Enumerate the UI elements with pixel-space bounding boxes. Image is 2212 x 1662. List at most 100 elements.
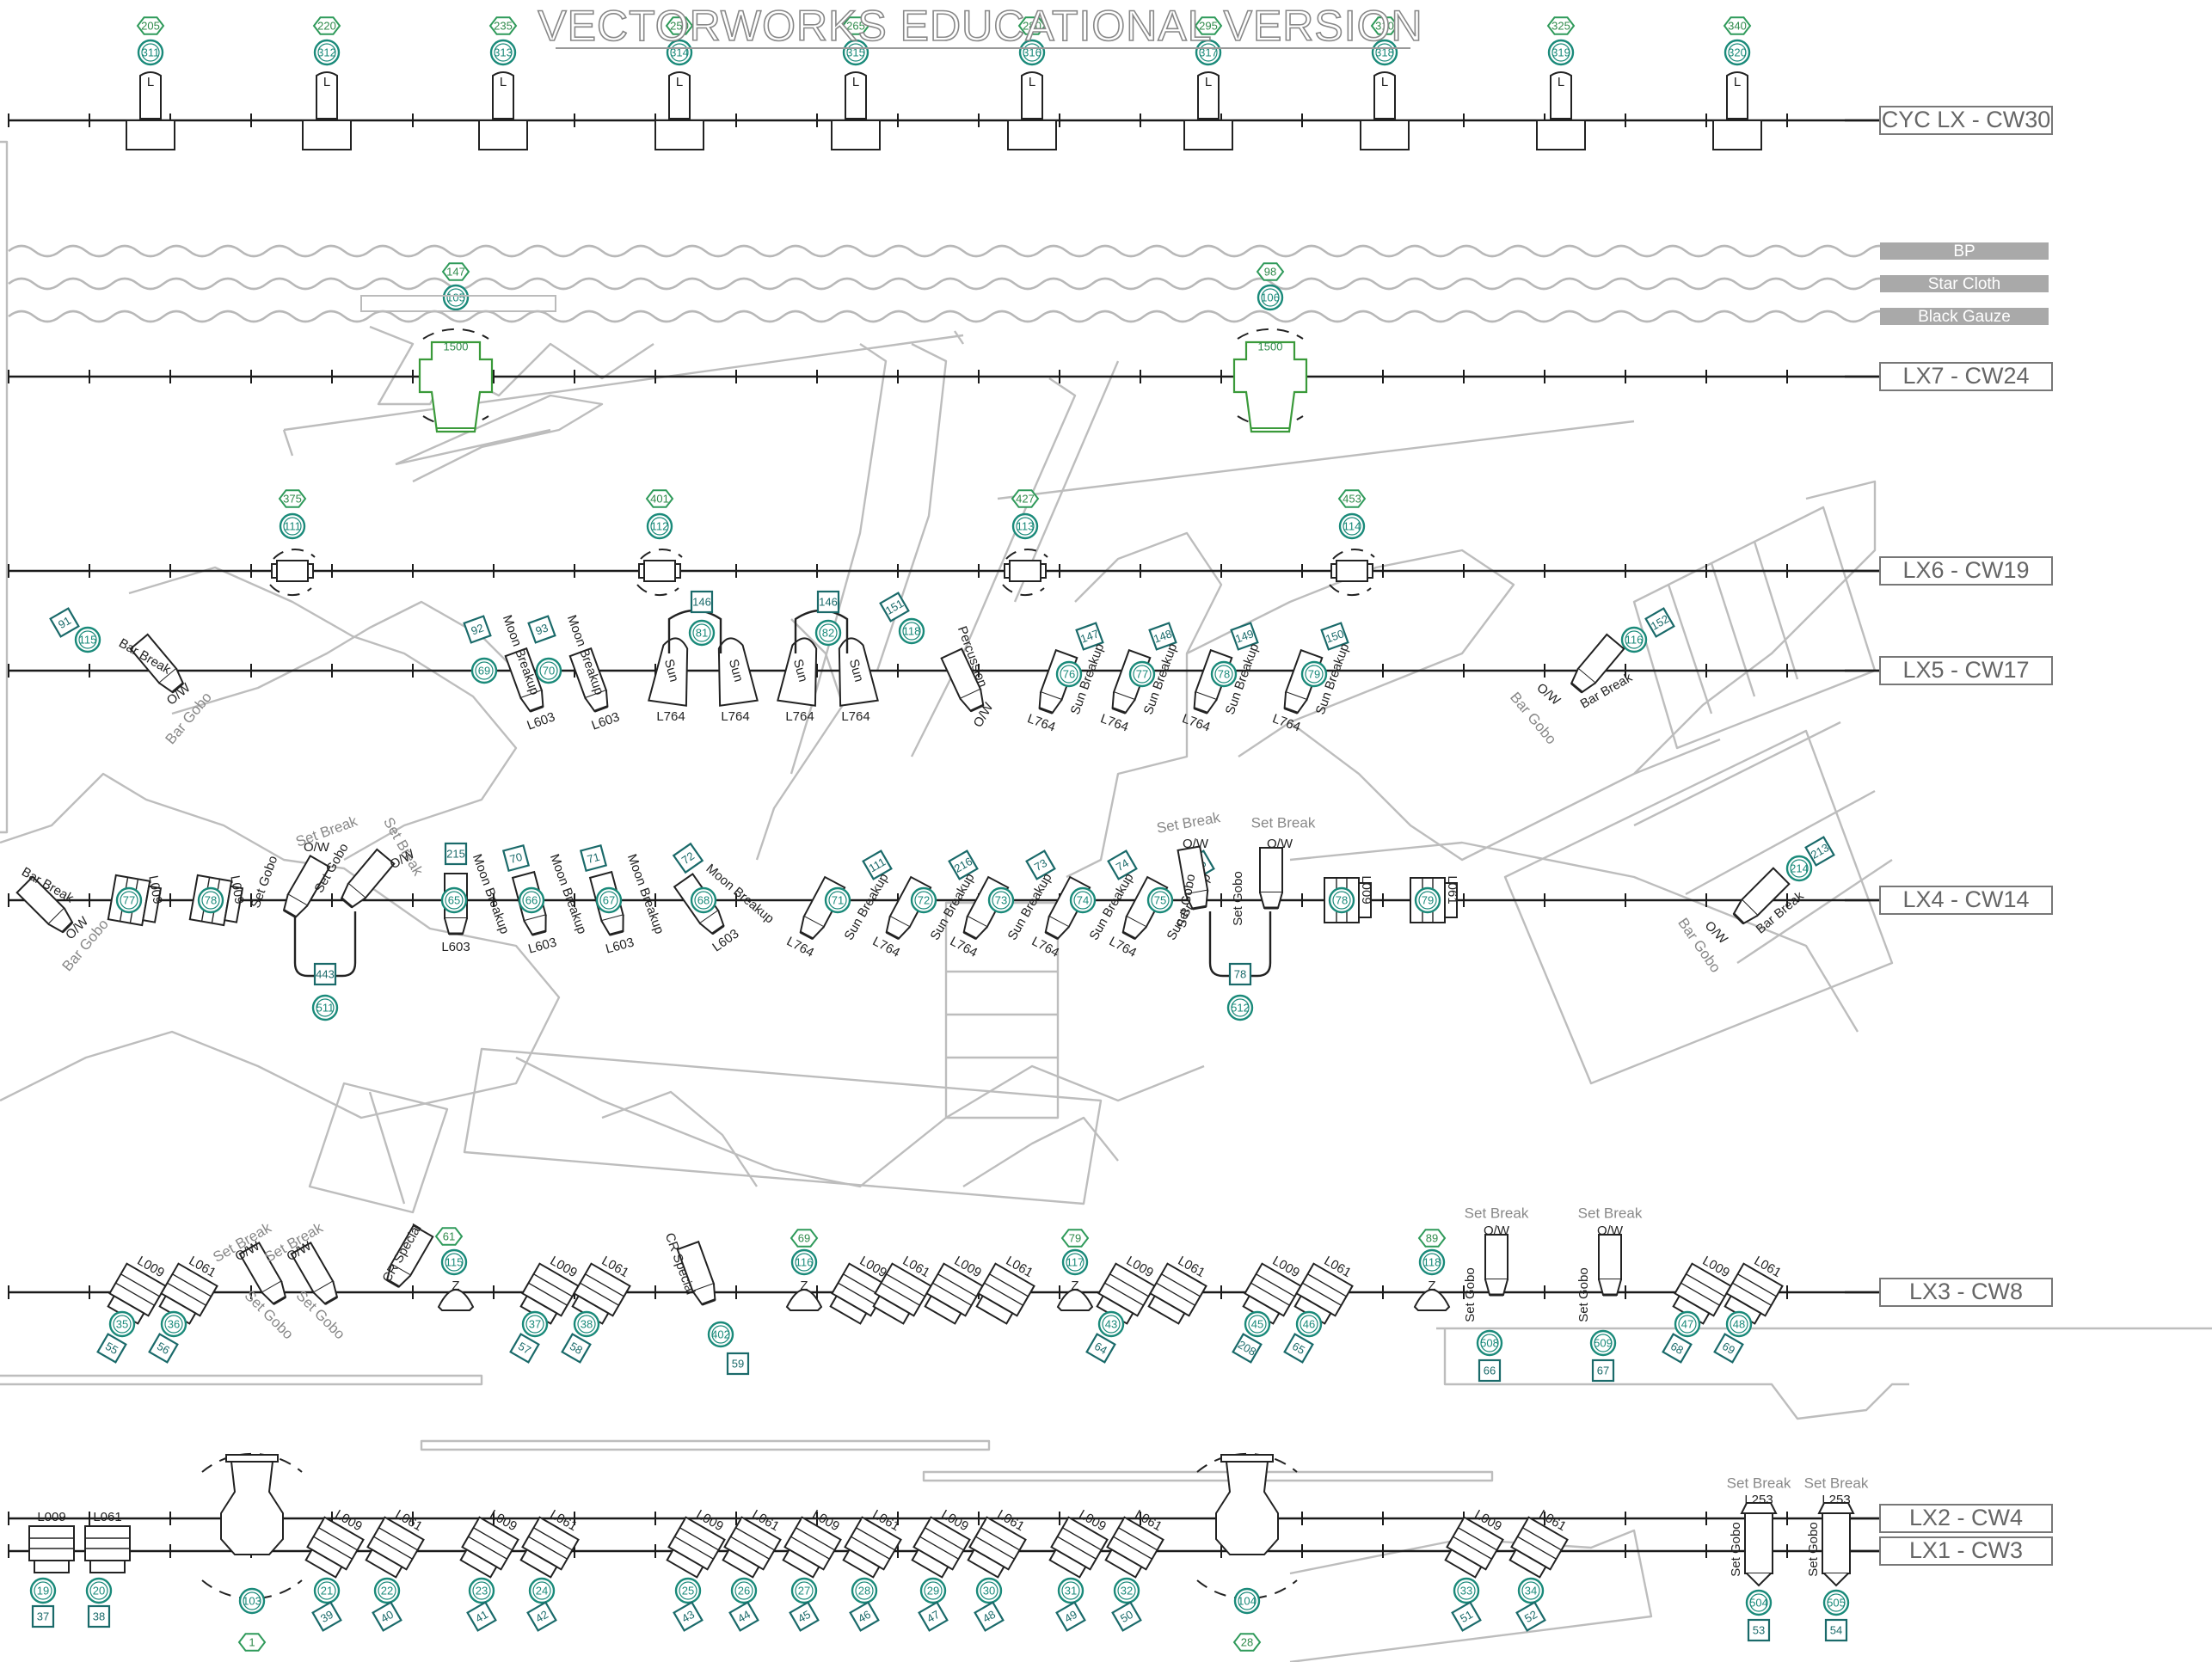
channel-number: 81	[696, 626, 708, 639]
channel-tag: 77	[1128, 660, 1156, 688]
channel-tag: 46	[1295, 1310, 1323, 1338]
lx3-par: L009	[924, 1254, 984, 1325]
gel-number: L603	[590, 709, 622, 733]
lx7-truss	[360, 295, 556, 312]
address-box	[849, 1601, 880, 1632]
cyc-lamp	[1726, 71, 1748, 120]
channel-inner	[317, 43, 336, 62]
hex-tag: 295	[1194, 16, 1223, 35]
channel-inner	[78, 630, 97, 649]
address-number: 74	[1114, 856, 1131, 874]
channel-tag: 319	[1547, 39, 1575, 66]
cyc-type: L	[1029, 75, 1035, 89]
channel-inner	[1023, 43, 1041, 62]
channel-tag: 32	[1113, 1577, 1140, 1604]
par-ring	[1057, 1536, 1097, 1560]
profile-fixture	[940, 647, 985, 713]
drape-label-box	[1880, 308, 2049, 325]
par-fixture: L009	[666, 1507, 726, 1579]
hex-shape	[441, 262, 470, 281]
address-box	[1713, 1333, 1744, 1364]
par-ring	[1250, 1282, 1290, 1306]
channel-tag: 81	[688, 619, 716, 647]
address-tag: 52	[1515, 1601, 1546, 1632]
fixture-gate	[531, 929, 546, 936]
lx3-par: L061	[975, 1254, 1035, 1325]
address-box	[1111, 1601, 1142, 1632]
address-tag: 215	[444, 842, 468, 866]
par-front	[842, 1548, 881, 1579]
channel-number: 31	[1065, 1584, 1077, 1597]
hex-shape	[434, 1227, 464, 1246]
par-ring	[886, 1273, 925, 1297]
address-box	[974, 1601, 1005, 1632]
address-box	[1824, 1618, 1848, 1642]
par-ring	[1307, 1273, 1347, 1297]
address-box	[463, 615, 492, 644]
channel-inner	[1422, 1253, 1441, 1272]
drape-label-gauze: Black Gauze	[1918, 308, 2011, 326]
channel-tag: 21	[313, 1577, 341, 1604]
channel-tag: 112	[646, 512, 673, 540]
address-number: 69	[1720, 1340, 1737, 1357]
hex-shape	[1194, 16, 1223, 35]
address-number: 92	[470, 621, 486, 637]
hex-shape	[1337, 489, 1367, 508]
channel-inner	[446, 288, 465, 307]
hex-shape	[790, 1229, 819, 1248]
address-box	[579, 843, 608, 873]
address-number: 443	[316, 967, 335, 980]
moon-breakup-label: Moon Breakup	[470, 852, 512, 935]
address-box	[313, 962, 337, 986]
address-box	[1085, 1333, 1116, 1364]
hex-tag: 89	[1417, 1229, 1447, 1248]
cyc-lamp	[1021, 71, 1043, 120]
channel-tag: 118	[1418, 1248, 1446, 1276]
lx3-z-fixture: Z	[437, 1279, 475, 1311]
address-number: 44	[735, 1608, 753, 1625]
par-body	[84, 1525, 131, 1561]
scenery-outline	[420, 1439, 991, 1451]
channel-tag: 111	[279, 512, 306, 540]
channel-inner	[650, 517, 669, 536]
channel-inner	[1305, 665, 1324, 684]
address-box	[49, 607, 80, 638]
beam-arc	[640, 549, 683, 560]
channel-number: 509	[1594, 1336, 1613, 1349]
par-fixture: L009	[459, 1507, 519, 1579]
hex-shape	[312, 16, 341, 35]
fixture-gate	[1284, 707, 1299, 714]
address-tag: 152	[1644, 607, 1675, 638]
par-ring	[881, 1282, 920, 1306]
channel-tag: 105	[442, 284, 470, 311]
channel-inner	[1117, 1581, 1136, 1600]
profile-fixture	[676, 1240, 716, 1306]
beam-arc	[1002, 584, 1045, 597]
cyc-type: L	[1558, 75, 1564, 89]
channel-tag: 47	[1674, 1310, 1701, 1338]
cyc-type: L	[323, 75, 330, 89]
lx6-yoke	[1330, 563, 1337, 579]
fixture-gate	[341, 897, 353, 909]
fixture-gate	[593, 705, 608, 713]
address-box	[690, 590, 714, 614]
gel-number: L061	[1445, 875, 1459, 904]
fixture-gate	[963, 930, 977, 941]
address-box	[372, 1601, 402, 1632]
drape-label-star: Star Cloth	[1928, 275, 2000, 293]
drape-line	[8, 244, 1919, 258]
channel-tag: 28	[851, 1577, 878, 1604]
par-front	[829, 1294, 868, 1325]
par-front	[519, 1548, 558, 1579]
address-number: 78	[1234, 967, 1246, 980]
channel-tag: 114	[1338, 512, 1366, 540]
channel-inner	[914, 891, 933, 910]
fixture-gate	[1732, 912, 1745, 925]
